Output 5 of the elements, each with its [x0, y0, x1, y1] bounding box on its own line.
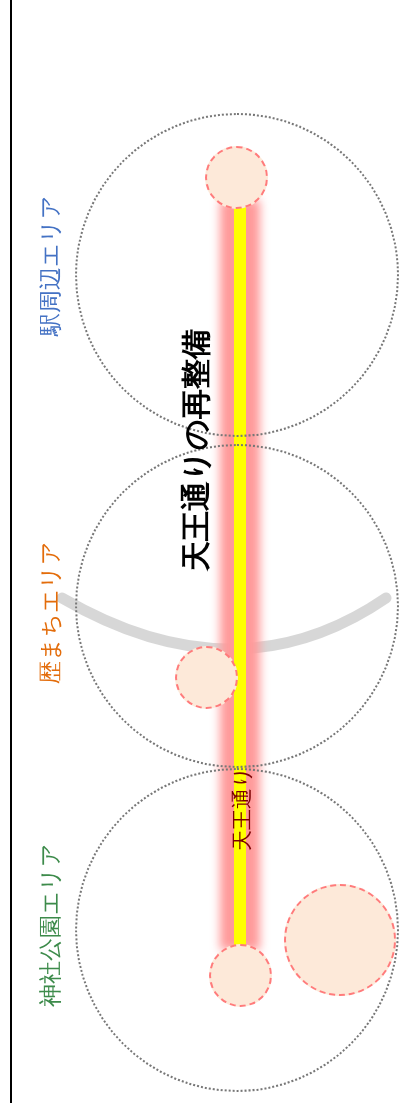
area-label: 歴まちエリア — [38, 540, 62, 684]
road-label: 天王通り — [231, 765, 253, 851]
area-label: 駅周辺エリア — [38, 194, 62, 336]
area-label: 神社公園エリア — [38, 843, 62, 1007]
title: 天王通りの再整備 — [181, 329, 211, 571]
